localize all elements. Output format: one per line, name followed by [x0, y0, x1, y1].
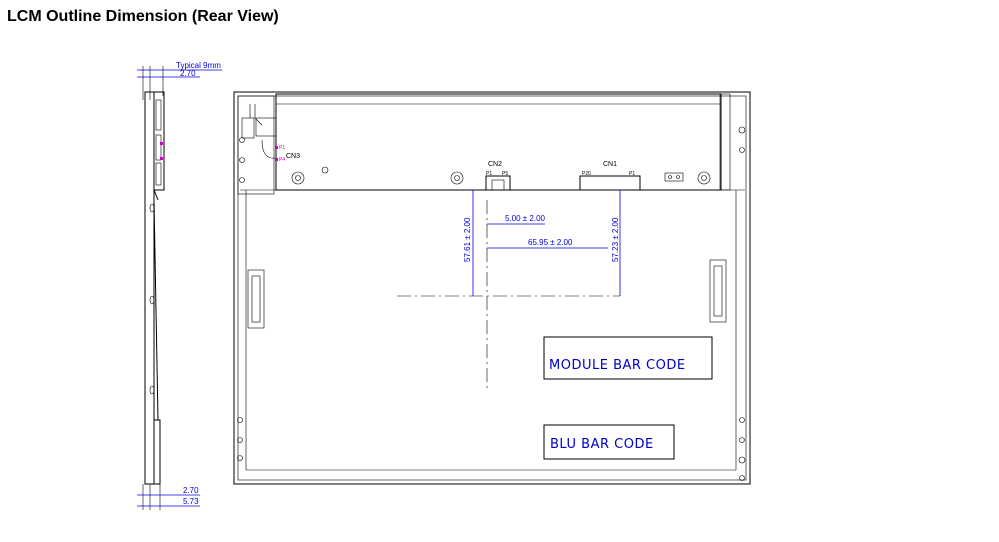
cn2-p5: P5 — [502, 171, 508, 177]
rear-view: P1 P4 CN3 CN2 P1 P5 CN — [233, 91, 751, 485]
dim-6595: 65.95 ± 2.00 — [528, 238, 573, 247]
cn1-p1: P1 — [629, 171, 635, 177]
cn3-label: CN3 — [286, 153, 300, 160]
cn2-p1: P1 — [486, 171, 492, 177]
dim-5761: 57.61 ± 2.00 — [463, 217, 472, 262]
cn3-p4: P4 — [279, 157, 285, 163]
cn1-label: CN1 — [603, 161, 617, 168]
side-bottom-dim-2: 5.73 — [183, 497, 199, 506]
dim-500: 5.00 ± 2.00 — [505, 214, 546, 223]
cn2-label: CN2 — [488, 161, 502, 168]
side-typical-dim: Typical 9mm — [176, 61, 221, 70]
dim-5723: 57.23 ± 2.00 — [611, 217, 620, 262]
blu-bar-code-label: BLU BAR CODE — [550, 437, 654, 452]
side-top-dim: 2.70 — [180, 69, 196, 78]
page-title: LCM Outline Dimension (Rear View) — [7, 8, 279, 25]
cn1-p20: P20 — [582, 171, 591, 177]
side-view: Typical 9mm 2.70 2.70 5.73 — [137, 61, 222, 510]
cn3-p1: P1 — [279, 145, 285, 151]
side-bottom-dim-1: 2.70 — [183, 486, 199, 495]
module-bar-code-label: MODULE BAR CODE — [549, 358, 686, 373]
